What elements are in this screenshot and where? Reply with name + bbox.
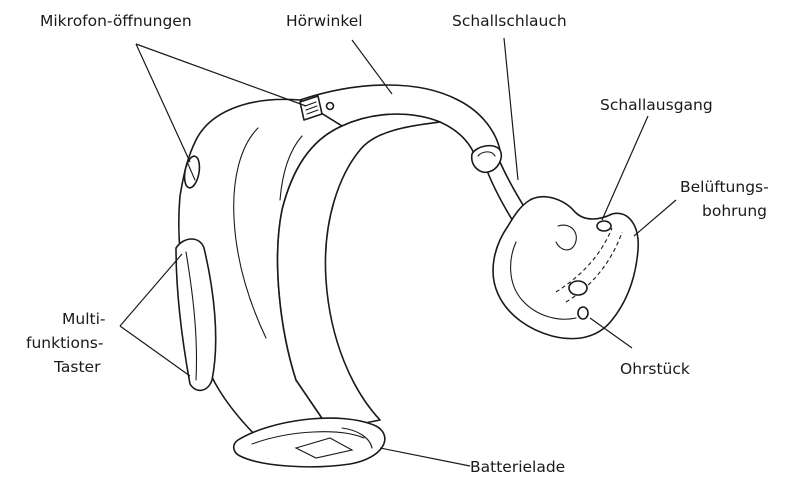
label-sound-outlet: Schallausgang: [600, 96, 713, 114]
leader-battery: [380, 448, 470, 466]
leader-vent: [634, 200, 676, 236]
leader-multi-2: [120, 326, 190, 376]
leader-mic-2: [136, 44, 190, 162]
leader-multi-1: [120, 254, 182, 326]
housing: [179, 99, 440, 440]
label-mic-openings: Mikrofon-öffnungen: [40, 12, 192, 30]
label-multi-line2: funktions-: [26, 334, 103, 352]
leader-sound-outlet: [602, 116, 648, 220]
label-earhook: Hörwinkel: [286, 12, 363, 30]
label-sound-tube: Schallschlauch: [452, 12, 567, 30]
label-battery-door: Batterielade: [470, 458, 565, 476]
label-vent-line1: Belüftungs-: [680, 178, 769, 196]
leader-sound-tube: [504, 38, 518, 180]
label-earpiece: Ohrstück: [620, 360, 690, 378]
label-vent-line2: bohrung: [702, 202, 767, 220]
label-multi-line3: Taster: [53, 358, 101, 376]
leader-mic-1: [136, 44, 306, 106]
label-multi-line1: Multi-: [62, 310, 105, 328]
earpiece: [493, 197, 638, 339]
